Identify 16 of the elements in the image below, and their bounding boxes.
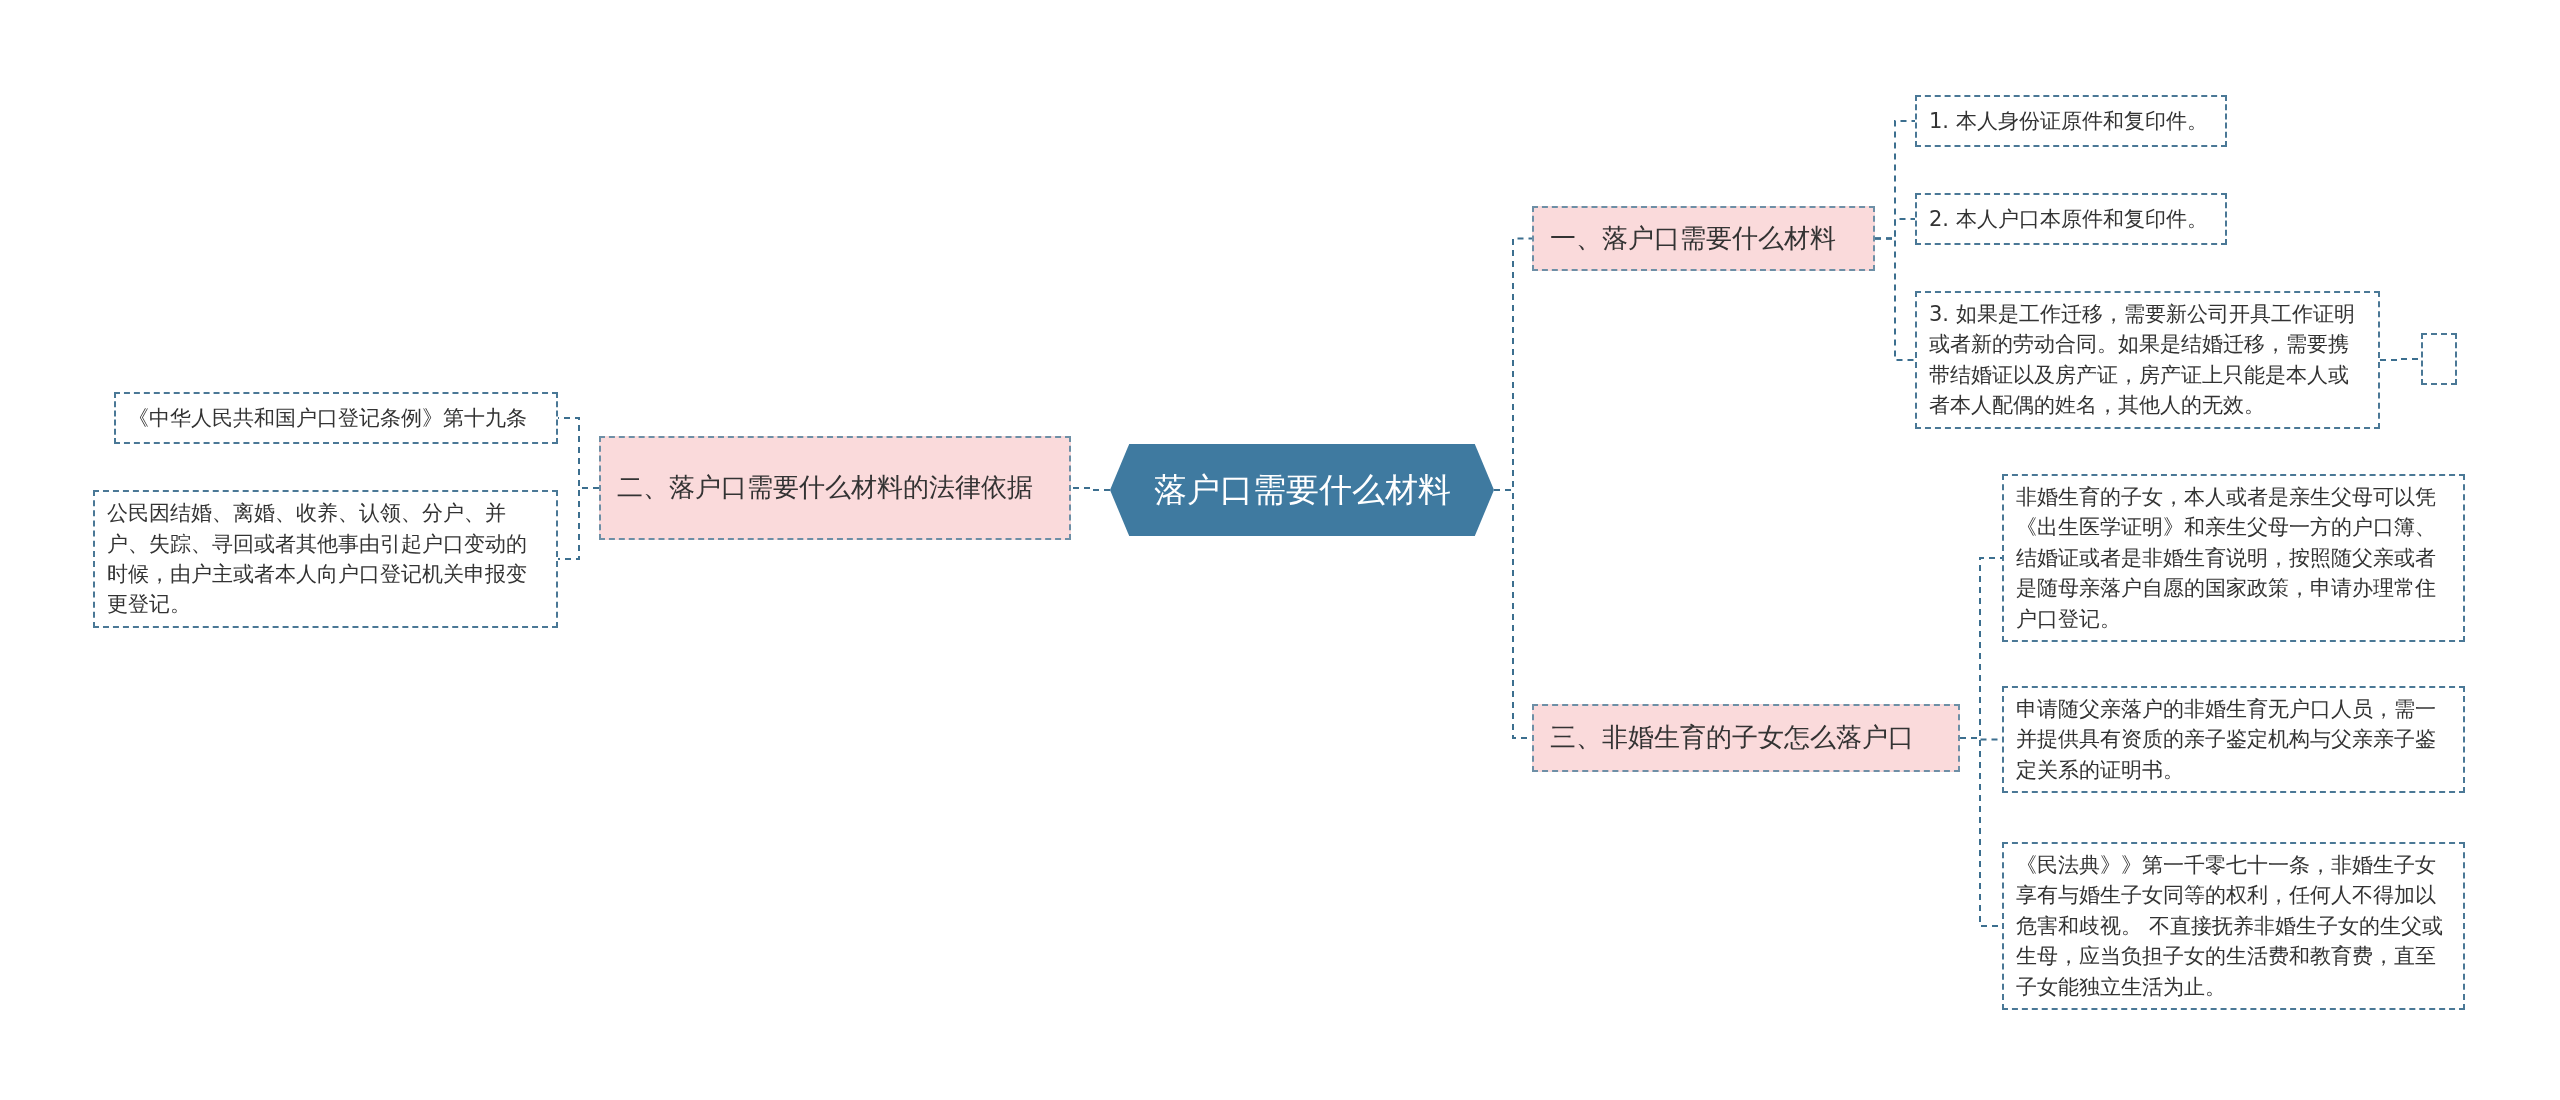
note-box: 3. 如果是工作迁移，需要新公司开具工作证明或者新的劳动合同。如果是结婚迁移，需要携带结婚证以及房产证，房产证上只能是本人或者本人配偶的姓名，其他人的无效。 bbox=[1915, 291, 2380, 429]
topic-box: 三、非婚生育的子女怎么落户口 bbox=[1532, 704, 1960, 772]
connector-line bbox=[557, 487, 600, 560]
note-box: 公民因结婚、离婚、收养、认领、分户、并户、失踪、寻回或者其他事由引起户口变动的时候，由户主或者本人向户口登记机关申报变更登记。 bbox=[93, 490, 558, 628]
note-box: 2. 本人户口本原件和复印件。 bbox=[1915, 193, 2227, 245]
connector-line bbox=[1874, 237, 1916, 361]
empty-box bbox=[2421, 333, 2457, 385]
topic-box: 一、落户口需要什么材料 bbox=[1532, 206, 1875, 271]
note-box: 《中华人民共和国户口登记条例》第十九条 bbox=[114, 392, 558, 444]
connector-line bbox=[1070, 487, 1111, 491]
note-box: 申请随父亲落户的非婚生育无户口人员，需一并提供具有资质的亲子鉴定机构与父亲亲子鉴定关系的证明书。 bbox=[2002, 686, 2465, 794]
note-box: 《民法典》》第一千零七十一条，非婚生子女享有与婚生子女同等的权利，任何人不得加以危害和歧视。 不直接抚养非婚生子女的生父或生母，应当负担子女的生活费和教育费，直至子女能独立生活为止。 bbox=[2002, 842, 2465, 1011]
note-box: 1. 本人身份证原件和复印件。 bbox=[1915, 95, 2227, 147]
note-box: 非婚生育的子女，本人或者是亲生父母可以凭《出生医学证明》和亲生父母一方的户口簿、结婚证或者是非婚生育说明，按照随父亲或者是随母亲落户自愿的国家政策，申请办理常住户口登记。 bbox=[2002, 474, 2465, 643]
topic-box: 二、落户口需要什么材料的法律依据 bbox=[599, 436, 1071, 540]
central-topic: 落户口需要什么材料 bbox=[1110, 444, 1494, 536]
